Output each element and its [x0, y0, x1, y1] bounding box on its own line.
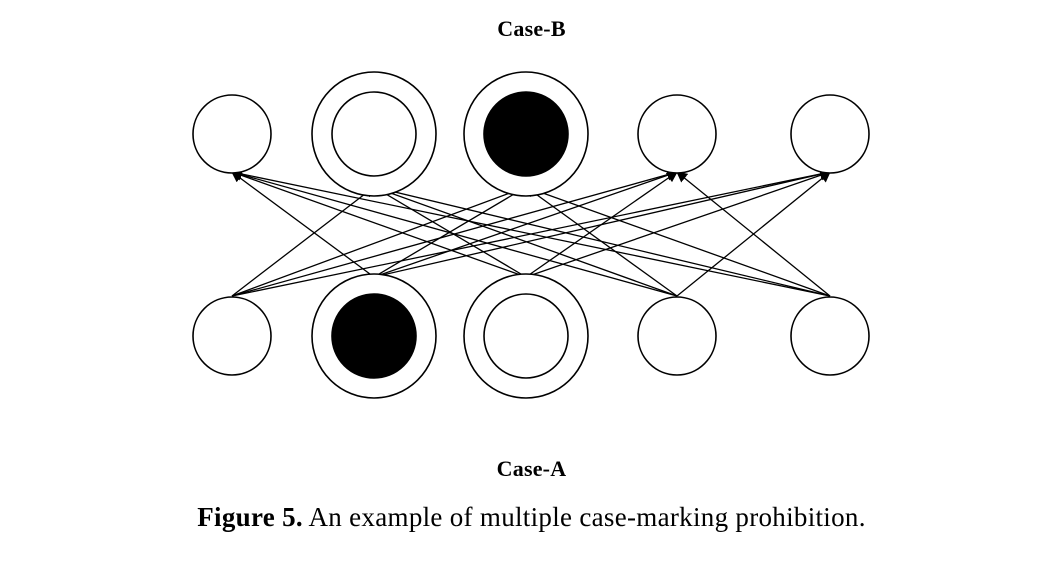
case-a-label: Case-A [496, 456, 567, 481]
node-b2 [311, 71, 437, 197]
node-b1-outer-ring [192, 94, 272, 174]
edge-a5-to-b4 [676, 171, 831, 297]
edge-a2-to-b4 [373, 170, 679, 278]
edge-a1-to-b3 [231, 185, 528, 297]
node-a5 [790, 296, 870, 376]
edge-a5-to-b1 [230, 168, 831, 297]
node-b1 [192, 94, 272, 174]
node-b5-outer-ring [790, 94, 870, 174]
node-a4-outer-ring [637, 296, 717, 376]
case-b-label: Case-B [497, 16, 566, 41]
node-a4 [637, 296, 717, 376]
node-b2-inner-ring [331, 91, 417, 177]
node-a1-outer-ring [192, 296, 272, 376]
node-a2 [311, 273, 437, 399]
figure-caption: Figure 5. An example of multiple case-ma… [0, 502, 1063, 533]
caption-text: An example of multiple case-marking proh… [308, 502, 866, 532]
node-layer [192, 71, 870, 399]
node-a1 [192, 296, 272, 376]
edge-a3-to-b5 [525, 170, 832, 278]
edge-a5-to-b2 [372, 183, 831, 297]
node-a2-filled-core [331, 293, 417, 379]
node-b3-filled-core [483, 91, 569, 177]
edge-a3-to-b4 [525, 171, 678, 278]
edge-a3-to-b1 [230, 170, 527, 278]
node-b5 [790, 94, 870, 174]
node-a5-outer-ring [790, 296, 870, 376]
node-b3 [463, 71, 589, 197]
figure-number: Figure 5. [197, 502, 303, 532]
node-b4-outer-ring [637, 94, 717, 174]
edge-a2-to-b1 [231, 171, 375, 278]
edge-a4-to-b2 [372, 185, 678, 297]
edge-a5-to-b3 [524, 185, 831, 297]
edge-layer [230, 168, 832, 297]
node-a3-inner-ring [483, 293, 569, 379]
edge-a3-to-b2 [373, 186, 527, 278]
edge-a4-to-b1 [230, 169, 678, 297]
node-b4 [637, 94, 717, 174]
node-a3 [463, 273, 589, 399]
